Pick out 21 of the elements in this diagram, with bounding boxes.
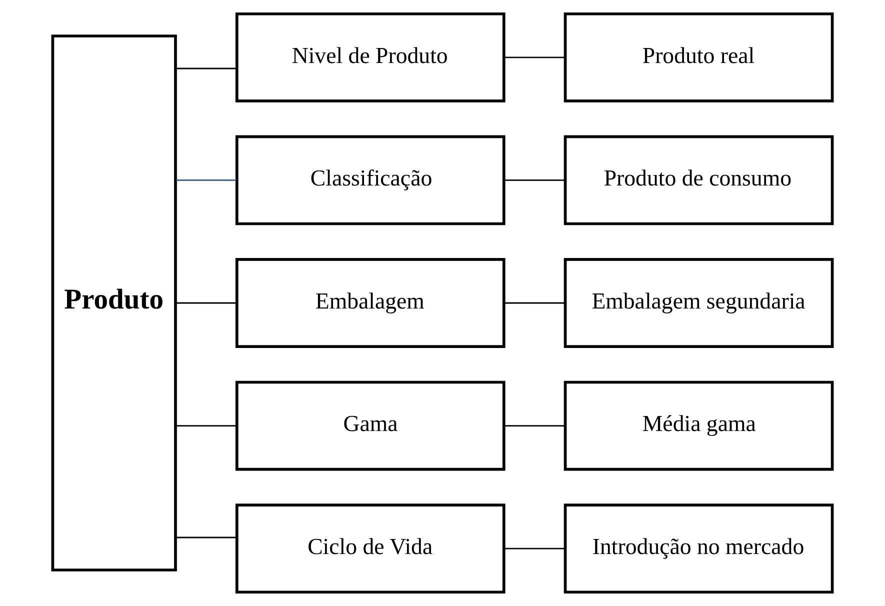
connector xyxy=(176,302,236,304)
connector xyxy=(504,302,565,304)
node-box: Produto xyxy=(51,34,177,572)
node-box: Introdução no mercado xyxy=(564,504,834,594)
node-box: Ciclo de Vida xyxy=(235,504,506,594)
connector xyxy=(176,180,236,181)
node-box: Gama xyxy=(235,380,506,471)
node-box: Produto real xyxy=(564,12,834,102)
node-box: Média gama xyxy=(564,380,834,471)
node-box: Produto de consumo xyxy=(564,135,834,226)
node-box: Embalagem segundaria xyxy=(564,258,834,348)
connector xyxy=(176,536,236,538)
node-box: Classificação xyxy=(235,135,506,226)
connector xyxy=(504,425,565,426)
node-box: Nivel de Produto xyxy=(235,12,506,102)
connector xyxy=(176,68,236,70)
connector xyxy=(504,56,565,58)
node-box: Embalagem xyxy=(235,258,506,348)
connector xyxy=(176,425,236,426)
connector xyxy=(504,180,565,181)
connector xyxy=(504,548,565,550)
